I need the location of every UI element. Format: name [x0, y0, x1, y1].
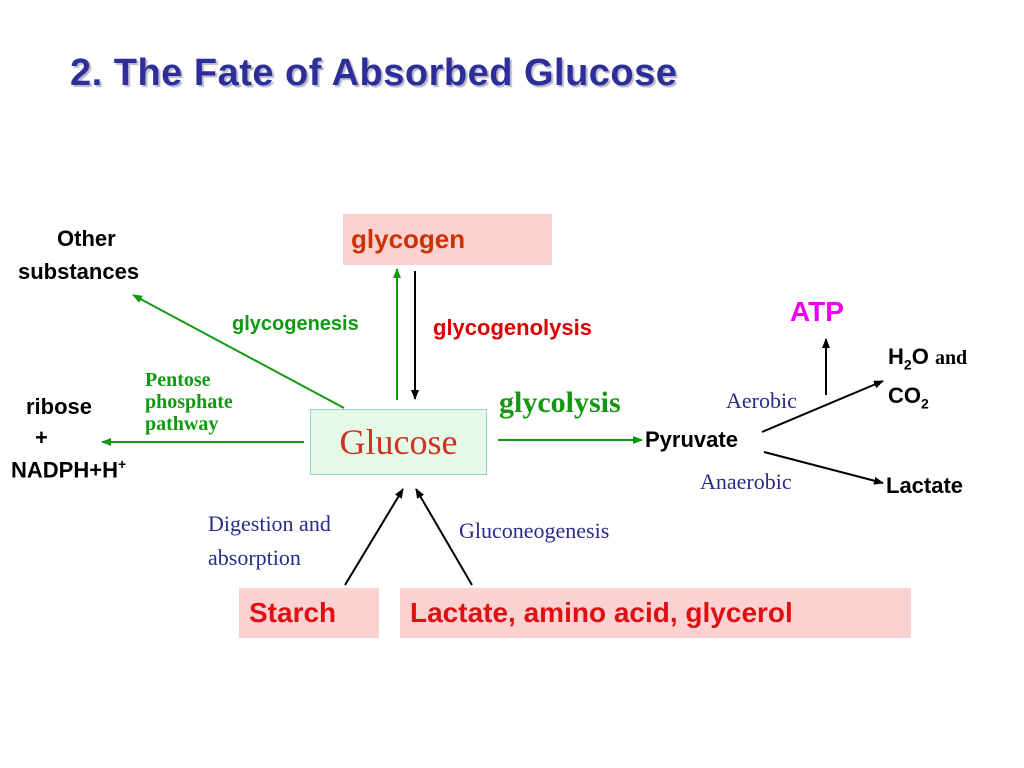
ribose-plus-label: +	[35, 425, 48, 450]
gluconeogenesis-label: Gluconeogenesis	[459, 518, 610, 543]
anaerobic-label: Anaerobic	[700, 469, 792, 494]
other-substances-arrow	[132, 294, 345, 409]
pyruvate-label: Pyruvate	[645, 427, 738, 452]
atp-label: ATP	[790, 296, 844, 327]
precursors-box: Lactate, amino acid, glycerol	[400, 588, 911, 638]
other-substances-line1: Other	[57, 226, 116, 251]
glycogen-label: glycogen	[351, 224, 466, 254]
glycolysis-label: glycolysis	[499, 386, 621, 419]
aerobic-label: Aerobic	[726, 388, 797, 413]
digestion-arrow	[344, 488, 404, 586]
h2o-label: H2O and	[888, 344, 968, 373]
glucose-label: Glucose	[339, 422, 458, 462]
starch-label: Starch	[249, 597, 337, 628]
lactate-output-label: Lactate	[886, 473, 964, 498]
nadph-label: NADPH+H+	[11, 456, 127, 483]
pentose-label-line2: phosphate	[145, 391, 233, 413]
gluconeogenesis-arrow	[415, 488, 473, 586]
precursors-label: Lactate, amino acid, glycerol	[410, 597, 793, 628]
starch-box: Starch	[239, 588, 379, 638]
co2-label: CO2	[888, 383, 929, 412]
glycogenolysis-label: glycogenolysis	[433, 315, 592, 340]
other-substances-line2: substances	[18, 259, 140, 284]
glycogenesis-label: glycogenesis	[232, 313, 359, 335]
digestion-label-line1: Digestion and	[208, 511, 331, 536]
nadph-superscript: +	[117, 456, 127, 472]
aerobic-arrow	[761, 380, 884, 433]
glucose-box: Glucose	[310, 409, 487, 475]
anaerobic-arrow	[763, 451, 884, 485]
pentose-label-line3: pathway	[145, 413, 219, 435]
ribose-label: ribose	[26, 394, 93, 419]
digestion-label-line2: absorption	[208, 545, 301, 570]
page-title: 2. The Fate of Absorbed Glucose	[70, 52, 678, 94]
pentose-label-line1: Pentose	[145, 369, 211, 391]
glycogen-box: glycogen	[343, 214, 552, 265]
